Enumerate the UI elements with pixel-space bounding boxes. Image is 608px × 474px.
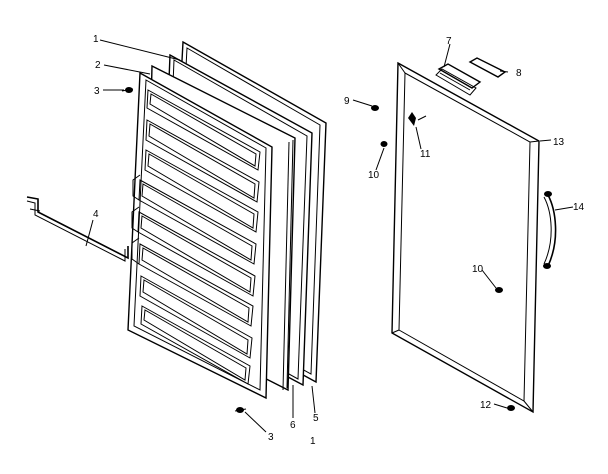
- plug-12: [507, 405, 515, 411]
- callout-9: 9: [344, 96, 350, 107]
- callout-13: 13: [553, 137, 565, 148]
- plug-10-top: [380, 141, 388, 147]
- shelf-bar: [26, 196, 129, 262]
- door-liner: [127, 71, 273, 400]
- callout-1: 1: [93, 34, 99, 45]
- door-handle: [543, 191, 557, 269]
- screw-bottom: [234, 407, 247, 413]
- callout-8: 8: [516, 68, 522, 79]
- callout-3-top: 3: [94, 86, 100, 97]
- callout-14: 14: [573, 202, 585, 213]
- callout-10-bottom: 10: [472, 264, 484, 275]
- plug-11: [408, 112, 416, 126]
- callout-7: 7: [446, 36, 452, 47]
- liner-shelves: [137, 89, 261, 385]
- callout-11: 11: [420, 149, 431, 160]
- callout-12: 12: [480, 400, 492, 411]
- callout-3-bottom: 3: [268, 432, 274, 443]
- callout-6: 6: [290, 420, 296, 431]
- hinge-cover: [435, 63, 482, 96]
- plug-10-bottom: [495, 287, 503, 293]
- leader-lines-left: [85, 39, 316, 433]
- screw-top: [121, 87, 134, 93]
- leader-lines-right: [352, 43, 574, 409]
- trim-strip: [468, 57, 507, 78]
- callout-4: 4: [93, 209, 99, 220]
- plug-9: [371, 105, 379, 111]
- outer-door-panel: [391, 61, 540, 414]
- callout-1-bottom: 1: [310, 436, 316, 447]
- callout-10-top: 10: [368, 170, 380, 181]
- callout-2: 2: [95, 60, 101, 71]
- callout-5: 5: [313, 413, 319, 424]
